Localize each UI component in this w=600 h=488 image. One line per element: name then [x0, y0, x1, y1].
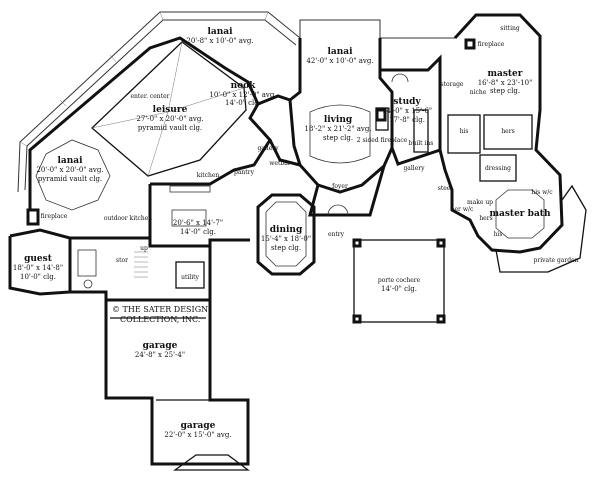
minor-label-entry: entry [328, 231, 345, 238]
room-label-garage-1: garage [143, 341, 178, 351]
room-label-living: living [324, 115, 353, 125]
minor-label-stor: stor [116, 257, 128, 264]
room-dim-lanai-left-2: pyramid vault clg. [38, 175, 102, 183]
room-dim-master-1: 16'-8" x 23'-10" [478, 79, 533, 87]
minor-label-his-closet: his [460, 128, 469, 135]
room-dim-nook-1: 10'-0" x 12'-0" avg. [209, 91, 276, 99]
room-dim-living-1: 18'-2" x 21'-2" avg. [304, 125, 371, 133]
minor-label-storage: storage [441, 81, 464, 88]
room-dim-dining-2: step clg. [271, 244, 301, 252]
room-label-nook: nook [231, 81, 257, 91]
stair [134, 251, 148, 278]
minor-label-gallery-left: gallery [257, 145, 279, 152]
minor-label-niche: niche [470, 89, 487, 96]
room-dim-kitchen-1: 20'-6" x 14'-7" [173, 219, 223, 227]
room-labels: lanai 20'-8" x 10'-0" avg. lanai 42'-0" … [13, 25, 579, 439]
minor-label-foyer: foyer [332, 183, 348, 190]
room-label-guest: guest [24, 254, 53, 264]
minor-label-two-sided-fireplace: 2 sided fireplace [357, 137, 408, 144]
room-dim-garage-1: 24'-8" x 25'-4" [135, 351, 185, 359]
room-label-leisure: leisure [153, 105, 188, 115]
minor-label-pantry: pantry [234, 169, 255, 176]
minor-label-fireplace-lanai: fireplace [41, 213, 68, 220]
room-label-kitchen: kitchen [197, 172, 220, 179]
room-label-study: study [393, 97, 421, 107]
minor-label-enter-center: enter. center [130, 93, 169, 100]
minor-label-hers-closet: hers [501, 128, 514, 135]
room-dim-study-1: 14'-0" x 15'-6" [382, 107, 432, 115]
room-label-dining: dining [270, 225, 303, 235]
room-dim-lanai-left-1: 20'-0" x 20'-0" avg. [36, 166, 103, 174]
credit-line-1: © THE SATER DESIGN [112, 305, 208, 314]
room-label-master-bath: master bath [489, 209, 550, 219]
minor-label-fireplace-master: fireplace [478, 41, 505, 48]
room-dim-lanai-top: 20'-8" x 10'-0" avg. [186, 37, 253, 45]
exterior-walls [8, 13, 587, 471]
minor-label-wetbar: wetbar [269, 160, 291, 167]
minor-label-utility: utility [181, 274, 199, 281]
room-dim-study-2: 17'-8" clg. [389, 116, 425, 124]
room-dim-porte-cochere: 14'-0" clg. [381, 285, 417, 293]
room-dim-master-2: step clg. [490, 87, 520, 95]
room-label-lanai-left: lanai [57, 156, 83, 166]
room-label-garage-2: garage [181, 421, 216, 431]
minor-label-sitting: sitting [500, 25, 520, 32]
room-label-lanai-center: lanai [327, 47, 353, 57]
minor-label-hers-wc: her w/c [451, 206, 474, 213]
minor-label-hers-bath: hers [479, 215, 492, 222]
room-dim-garage-2: 22'-0" x 15'-0" avg. [164, 431, 231, 439]
room-label-lanai-top: lanai [207, 27, 233, 37]
room-label-porte-cochere: porte cochere [378, 277, 421, 284]
minor-label-gallery-right: gallery [403, 165, 425, 172]
minor-label-outdoor-kitchen: outdoor kitchen [104, 215, 152, 222]
room-dim-leisure-2: pyramid vault clg. [138, 124, 202, 132]
minor-label-up: up [140, 245, 148, 252]
room-dim-lanai-center: 42'-0" x 10'-0" avg. [306, 57, 373, 65]
credit-line-2: COLLECTION, INC. [120, 315, 200, 324]
interior-details [26, 38, 545, 390]
room-dim-guest-2: 10'-0" clg. [20, 273, 56, 281]
minor-label-his-bath: his [494, 231, 503, 238]
room-label-master: master [487, 69, 522, 79]
minor-label-steel: steel [438, 185, 453, 192]
room-dim-living-2: step clg. [323, 134, 353, 142]
room-dim-guest-1: 18'-0" x 14'-8" [13, 264, 63, 272]
room-dim-nook-2: 14'-0" clg. [225, 99, 261, 107]
minor-label-dressing: dressing [485, 165, 511, 172]
minor-label-make-up: make up [467, 199, 493, 206]
minor-label-built-ins: built ins [409, 140, 434, 147]
room-dim-leisure-1: 27'-0" x 20'-0" avg. [136, 115, 203, 123]
minor-label-private-garden: private garden [533, 257, 578, 264]
room-dim-kitchen-2: 14'-0" clg. [180, 228, 216, 236]
minor-label-his-wc: his w/c [531, 189, 553, 196]
room-dim-dining-1: 15'-4" x 18'-0" [261, 235, 311, 243]
copyright-credit: © THE SATER DESIGN COLLECTION, INC. [112, 305, 208, 324]
